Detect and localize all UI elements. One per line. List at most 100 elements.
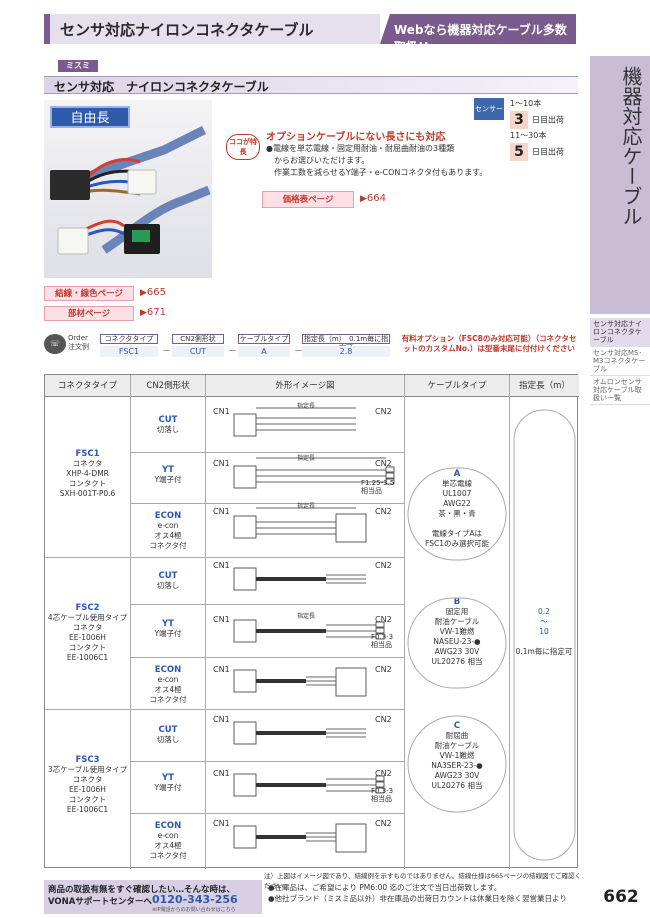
subtitle-text: センサ対応 ナイロンコネクタケーブル [54,80,269,94]
cable-line: AWG22 [443,499,471,508]
row-divider [131,604,404,605]
support-center: VONAサポートセンターへ [48,897,152,907]
wiring-page-ref[interactable]: ▶665 [140,287,166,298]
feature-line: 作業工数を減らせるY端子・e-CONコネクタ付もあります。 [274,168,488,177]
column-divider [509,375,510,869]
order-dash: － [228,347,238,357]
cn1-label: CN1 [213,769,230,778]
row-divider [131,452,404,453]
dimension-label: 指定長 [297,455,316,462]
row-divider [131,657,404,658]
side-category-tab[interactable] [590,56,650,314]
cable-line: FSC1のみ選択可能 [425,539,489,548]
cable-line: VW-1難燃 [439,751,475,760]
title-bar: センサ対応ナイロンコネクタケーブル [44,14,380,44]
cn1-label: CN1 [213,615,230,624]
column-divider [130,375,131,869]
cn2-code: YT [162,773,174,783]
footer-info: ●在庫品は、ご希望により PM6:00 迄のご注文で当日出荷致します。 ●他社ブ… [268,882,578,904]
cn2-code: CUT [158,571,178,581]
cn2-desc: 切落し [156,735,180,744]
wiring-color-link[interactable]: 結線・線色ページ [44,286,134,301]
connector-desc: SXH-001T-P0.6 [59,489,116,498]
order-header: コネクタタイプ [100,334,158,344]
side-nav-item[interactable]: センサ対応ナイロンコネクタケーブル [590,318,650,347]
group-divider [45,557,404,558]
cable-line: 固定用 [445,607,469,616]
feature-line: からお選びいただけます。 [274,156,370,165]
side-nav-item[interactable]: オムロンセンサ対応ケーブル取扱い一覧 [590,376,650,405]
connector-desc: コネクタ [72,459,103,468]
cn2-code: YT [162,619,174,629]
cn1-label: CN1 [213,819,230,828]
support-phone-note: ※IP電話からのお問い合わせはこちら [152,907,236,913]
side-nav: センサ対応ナイロンコネクタケーブル センサ対応MS･M3コネクタケーブル オムロ… [590,318,650,405]
cn2-code: CUT [158,415,178,425]
side-category-label: 機器対応ケーブル [619,66,643,226]
cable-line: UL20276 相当 [431,781,483,790]
price-page-ref[interactable]: ▶664 [360,193,386,204]
cn1-label: CN1 [213,459,230,468]
cable-code: A [453,469,461,479]
row-divider [131,761,404,762]
order-dash: － [294,347,304,357]
table-header: CN2側形状 [131,375,205,397]
cn2-code: ECON [154,821,182,831]
page-title: センサ対応ナイロンコネクタケーブル [60,21,314,39]
length-note: 0.1m毎に指定可 [515,647,573,656]
cable-line: 耐油ケーブル [434,741,480,750]
table-header: ケーブルタイプ [405,375,509,397]
web-banner[interactable]: Webなら機器対応ケーブル多数取扱!! [380,14,576,44]
feature-description: ●電線を単芯電線・固定用耐油・耐屈曲耐油の3種類 からお選びいただけます。 作業… [266,143,488,179]
support-box [44,880,262,914]
cn1-label: CN1 [213,715,230,724]
cn2-code: YT [162,465,174,475]
price-page-number: 664 [366,193,387,204]
parts-link[interactable]: 部材ページ [44,306,134,321]
footer-note: 注）上図はイメージ図であり、結線例を示すものではありません。結線仕様は665ペー… [264,872,582,890]
group-divider [45,709,404,710]
connector-desc: XHP-4-DMR [66,469,109,478]
page-number: 662 [592,882,650,912]
arrow-right-icon: ▶ [360,194,367,204]
connector-desc: コンタクト [68,479,107,488]
price-table-link[interactable]: 価格表ページ [262,191,354,208]
row-divider [131,813,404,814]
cn2-label: CN2 [375,665,392,674]
outline-drawings [233,407,395,853]
cn2-label: CN2 [375,819,392,828]
support-phone[interactable]: 0120-343-256 [152,893,238,906]
connector-type-cell: FSC1 コネクタ XHP-4-DMR コンタクト SXH-001T-P0.6 [45,449,130,499]
parts-page-ref[interactable]: ▶671 [140,307,166,318]
cn2-code: ECON [154,511,182,521]
connector-desc: 4芯ケーブル使用タイプ [47,613,128,622]
connector-desc: EE-1006H [69,633,106,642]
connector-desc: コンタクト [68,795,107,804]
row-divider [131,503,404,504]
side-nav-item[interactable]: センサ対応MS･M3コネクタケーブル [590,347,650,376]
footer-info-line: ●在庫品は、ご希望により PM6:00 迄のご注文で当日出荷致します。 [268,883,502,892]
cable-type-cell: A 単芯電線 UL1007 AWG22 茶・黒・青 電線タイプAは FSC1のみ… [405,469,509,549]
cn2-label: CN2 [375,507,392,516]
shipping-unit: 日目出荷 [532,147,564,157]
option-note: 有料オプション（FSC8のみ対応可能）（コネクタセットのカスタムNo.）は型番末… [401,334,577,353]
dimension-label: 指定長 [297,403,316,410]
connector-desc: コネクタ [72,623,103,632]
terminal-label: F0.3-3 相当品 [371,787,394,803]
cable-line: NASEU-23-● [433,637,481,646]
support-line: 商品の取扱有無をすぐ確認したい…そんな時は、 [48,885,236,895]
cable-line: 耐屈曲 [445,731,469,740]
cn2-desc: Y端子付 [154,783,182,792]
connector-desc: EE-1006H [69,785,106,794]
connector-desc: コネクタ [72,775,103,784]
cn2-label: CN2 [375,615,392,624]
column-divider [404,375,405,869]
length-bracket [513,409,576,861]
connector-type-cell: FSC3 3芯ケーブル使用タイプ コネクタ EE-1006H コンタクト EE-… [45,755,130,815]
